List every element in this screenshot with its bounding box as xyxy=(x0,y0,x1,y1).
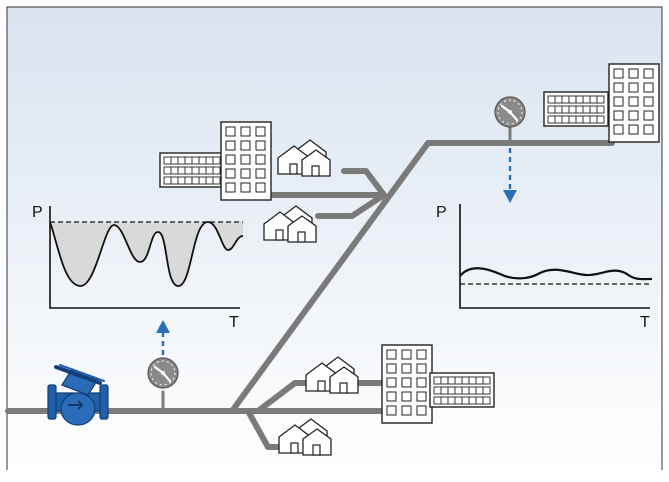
pipe-network xyxy=(5,126,615,450)
pressure-chart-after: P T xyxy=(436,204,653,331)
right-chart-y-label: P xyxy=(436,204,447,221)
left-chart-x-label: T xyxy=(229,314,239,331)
right-chart-x-label: T xyxy=(640,314,650,331)
valve-icon xyxy=(47,364,109,426)
left-chart-y-label: P xyxy=(32,204,43,221)
pressure-chart-before: P T xyxy=(32,204,244,331)
dashed-arrow-icon xyxy=(156,148,517,355)
